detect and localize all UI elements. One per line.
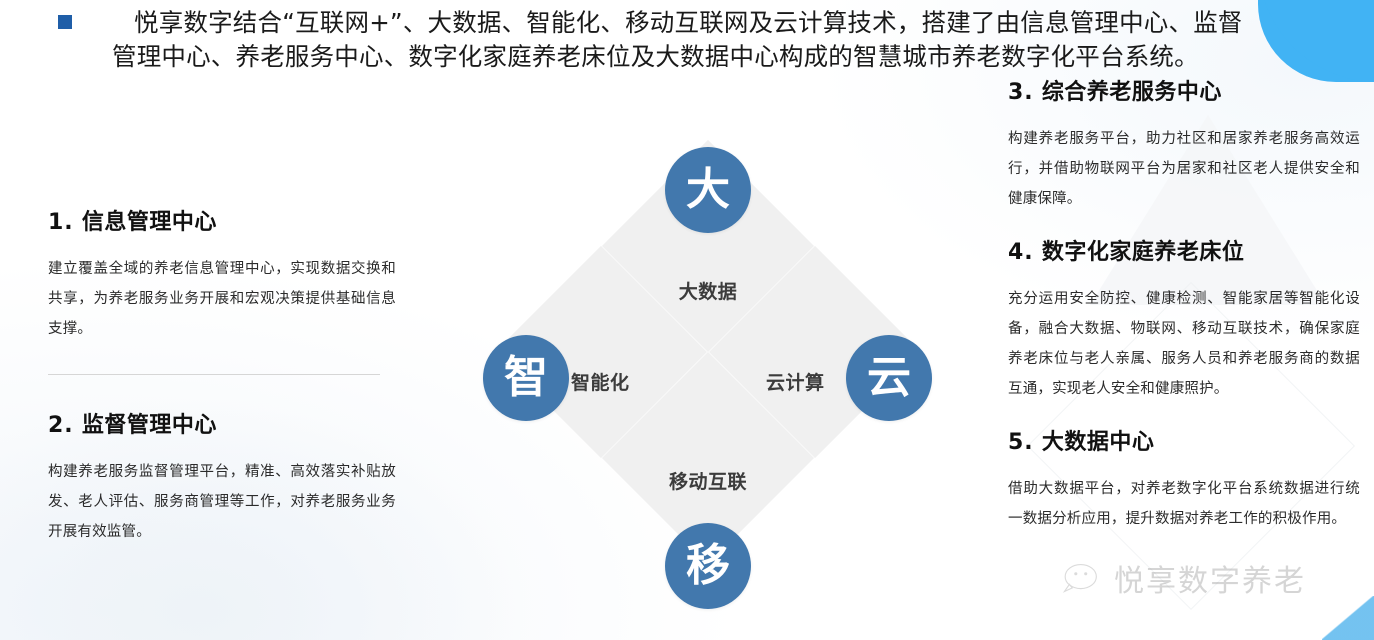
section-2-body: 构建养老服务监督管理平台，精准、高效落实补贴放发、老人评估、服务商管理等工作，对… [48, 464, 396, 540]
section-2-title-text: 监督管理中心 [81, 413, 217, 438]
section-5-number: 5. [1008, 430, 1034, 455]
node-circle-big-data[interactable]: 大 [665, 147, 751, 233]
right-column-spacer-2 [1008, 404, 1360, 428]
section-4: 4. 数字化家庭养老床位 充分运用安全防控、健康检测、智能家居等智能化设备，融合… [1008, 238, 1360, 404]
diamond-diagram: 大数据 智能化 云计算 移动互联 大 智 云 移 [483, 139, 932, 609]
node-circle-intelligence[interactable]: 智 [483, 335, 569, 421]
section-2: 2. 监督管理中心 构建养老服务监督管理平台，精准、高效落实补贴放发、老人评估、… [48, 411, 396, 547]
section-5-body: 借助大数据平台，对养老数字化平台系统数据进行统一数据分析应用，提升数据对养老工作… [1008, 481, 1360, 527]
section-4-body: 充分运用安全防控、健康检测、智能家居等智能化设备，融合大数据、物联网、移动互联技… [1008, 291, 1360, 397]
section-2-number: 2. [48, 413, 74, 438]
section-4-title-text: 数字化家庭养老床位 [1041, 240, 1245, 265]
left-column-spacer [48, 375, 396, 411]
section-1-title-text: 信息管理中心 [81, 210, 217, 235]
section-1-number: 1. [48, 210, 74, 235]
quadrant-label-left: 智能化 [571, 372, 630, 394]
ghost-triangle-decor [1090, 115, 1326, 305]
header: 悦享数字结合“互联网+”、大数据、智能化、移动互联网及云计算技术，搭建了由信息管… [0, 0, 1290, 74]
section-3-body: 构建养老服务平台，助力社区和居家养老服务高效运行，并借助物联网平台为居家和社区老… [1008, 131, 1360, 207]
section-5-title-text: 大数据中心 [1041, 430, 1155, 455]
node-circle-cloud[interactable]: 云 [846, 335, 932, 421]
section-1-title: 1. 信息管理中心 [48, 208, 396, 238]
quadrant-label-right: 云计算 [766, 372, 825, 394]
section-3: 3. 综合养老服务中心 构建养老服务平台，助力社区和居家养老服务高效运行，并借助… [1008, 78, 1360, 214]
section-4-title: 4. 数字化家庭养老床位 [1008, 238, 1360, 268]
section-2-title: 2. 监督管理中心 [48, 411, 396, 441]
section-3-title-text: 综合养老服务中心 [1041, 80, 1222, 105]
wechat-bubble-icon [1062, 563, 1097, 593]
right-column: 3. 综合养老服务中心 构建养老服务平台，助力社区和居家养老服务高效运行，并借助… [1008, 78, 1360, 534]
section-1: 1. 信息管理中心 建立覆盖全域的养老信息管理中心，实现数据交换和共享，为养老服… [48, 208, 396, 344]
node-circle-mobile[interactable]: 移 [665, 523, 751, 609]
quadrant-label-bottom: 移动互联 [668, 471, 747, 493]
quadrant-label-top: 大数据 [678, 281, 738, 303]
right-column-spacer-1 [1008, 214, 1360, 238]
section-3-number: 3. [1008, 80, 1034, 105]
section-1-body: 建立覆盖全域的养老信息管理中心，实现数据交换和共享，为养老服务业务开展和宏观决策… [48, 261, 396, 337]
section-5: 5. 大数据中心 借助大数据平台，对养老数字化平台系统数据进行统一数据分析应用，… [1008, 428, 1360, 534]
section-4-number: 4. [1008, 240, 1034, 265]
section-3-title: 3. 综合养老服务中心 [1008, 78, 1360, 108]
background-glow-bottom-left [0, 400, 520, 640]
corner-shape-bottom-right [1322, 596, 1374, 640]
section-5-title: 5. 大数据中心 [1008, 428, 1360, 458]
header-paragraph: 悦享数字结合“互联网+”、大数据、智能化、移动互联网及云计算技术，搭建了由信息管… [112, 8, 1243, 71]
left-column: 1. 信息管理中心 建立覆盖全域的养老信息管理中心，实现数据交换和共享，为养老服… [48, 208, 396, 547]
square-bullet-icon [58, 15, 72, 29]
left-column-divider [48, 374, 380, 375]
